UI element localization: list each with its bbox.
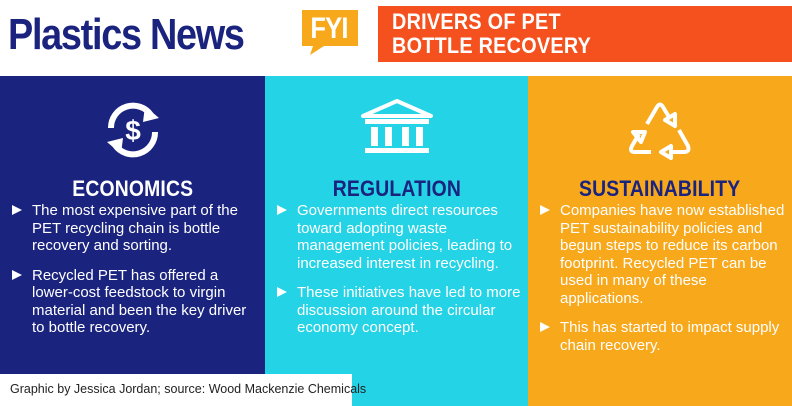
svg-text:$: $ [125,115,141,146]
speech-bubble-icon [302,10,358,55]
banner-title-line-2: BOTTLE RECOVERY [392,33,592,58]
bullet-list: Governments direct resources toward adop… [275,202,522,349]
government-building-icon [359,98,435,163]
list-item: Recycled PET has offered a lower-cost fe… [10,267,259,337]
triangle-bullet-icon [12,205,22,215]
panel-heading: REGULATION [332,176,461,201]
panel-economics: $ ECONOMICS The most expensive part of t… [0,76,265,406]
bullet-list: Companies have now established PET susta… [538,202,786,366]
brand-logo: Plastics News [8,10,245,59]
triangle-bullet-icon [540,322,550,332]
list-item: Governments direct resources toward adop… [275,202,522,272]
triangle-bullet-icon [277,205,287,215]
list-item: The most expensive part of the PET recyc… [10,202,259,255]
panel-heading: SUSTAINABILITY [579,176,741,201]
recycle-icon [625,98,695,169]
panel-regulation: REGULATION Governments direct resources … [265,76,528,406]
triangle-bullet-icon [277,287,287,297]
triangle-bullet-icon [12,269,22,280]
banner-title-line-1: DRIVERS OF PET [392,9,561,34]
list-item: These initiatives have led to more discu… [275,284,522,337]
list-item: Companies have now established PET susta… [538,202,786,307]
panel-heading: ECONOMICS [71,176,193,201]
title-banner: DRIVERS OF PET BOTTLE RECOVERY [378,6,792,62]
list-item: This has started to impact supply chain … [538,319,786,354]
fyi-label: FYI [310,12,348,45]
bullet-list: The most expensive part of the PET recyc… [10,202,259,349]
fyi-badge: FYI [300,8,366,56]
dollar-cycle-icon: $ [101,98,165,167]
header: Plastics News FYI DRIVERS OF PET BOTTLE … [0,0,792,74]
triangle-bullet-icon [540,205,550,215]
source-credit: Graphic by Jessica Jordan; source: Wood … [0,374,366,406]
panel-sustainability: SUSTAINABILITY Companies have now establ… [528,76,792,406]
